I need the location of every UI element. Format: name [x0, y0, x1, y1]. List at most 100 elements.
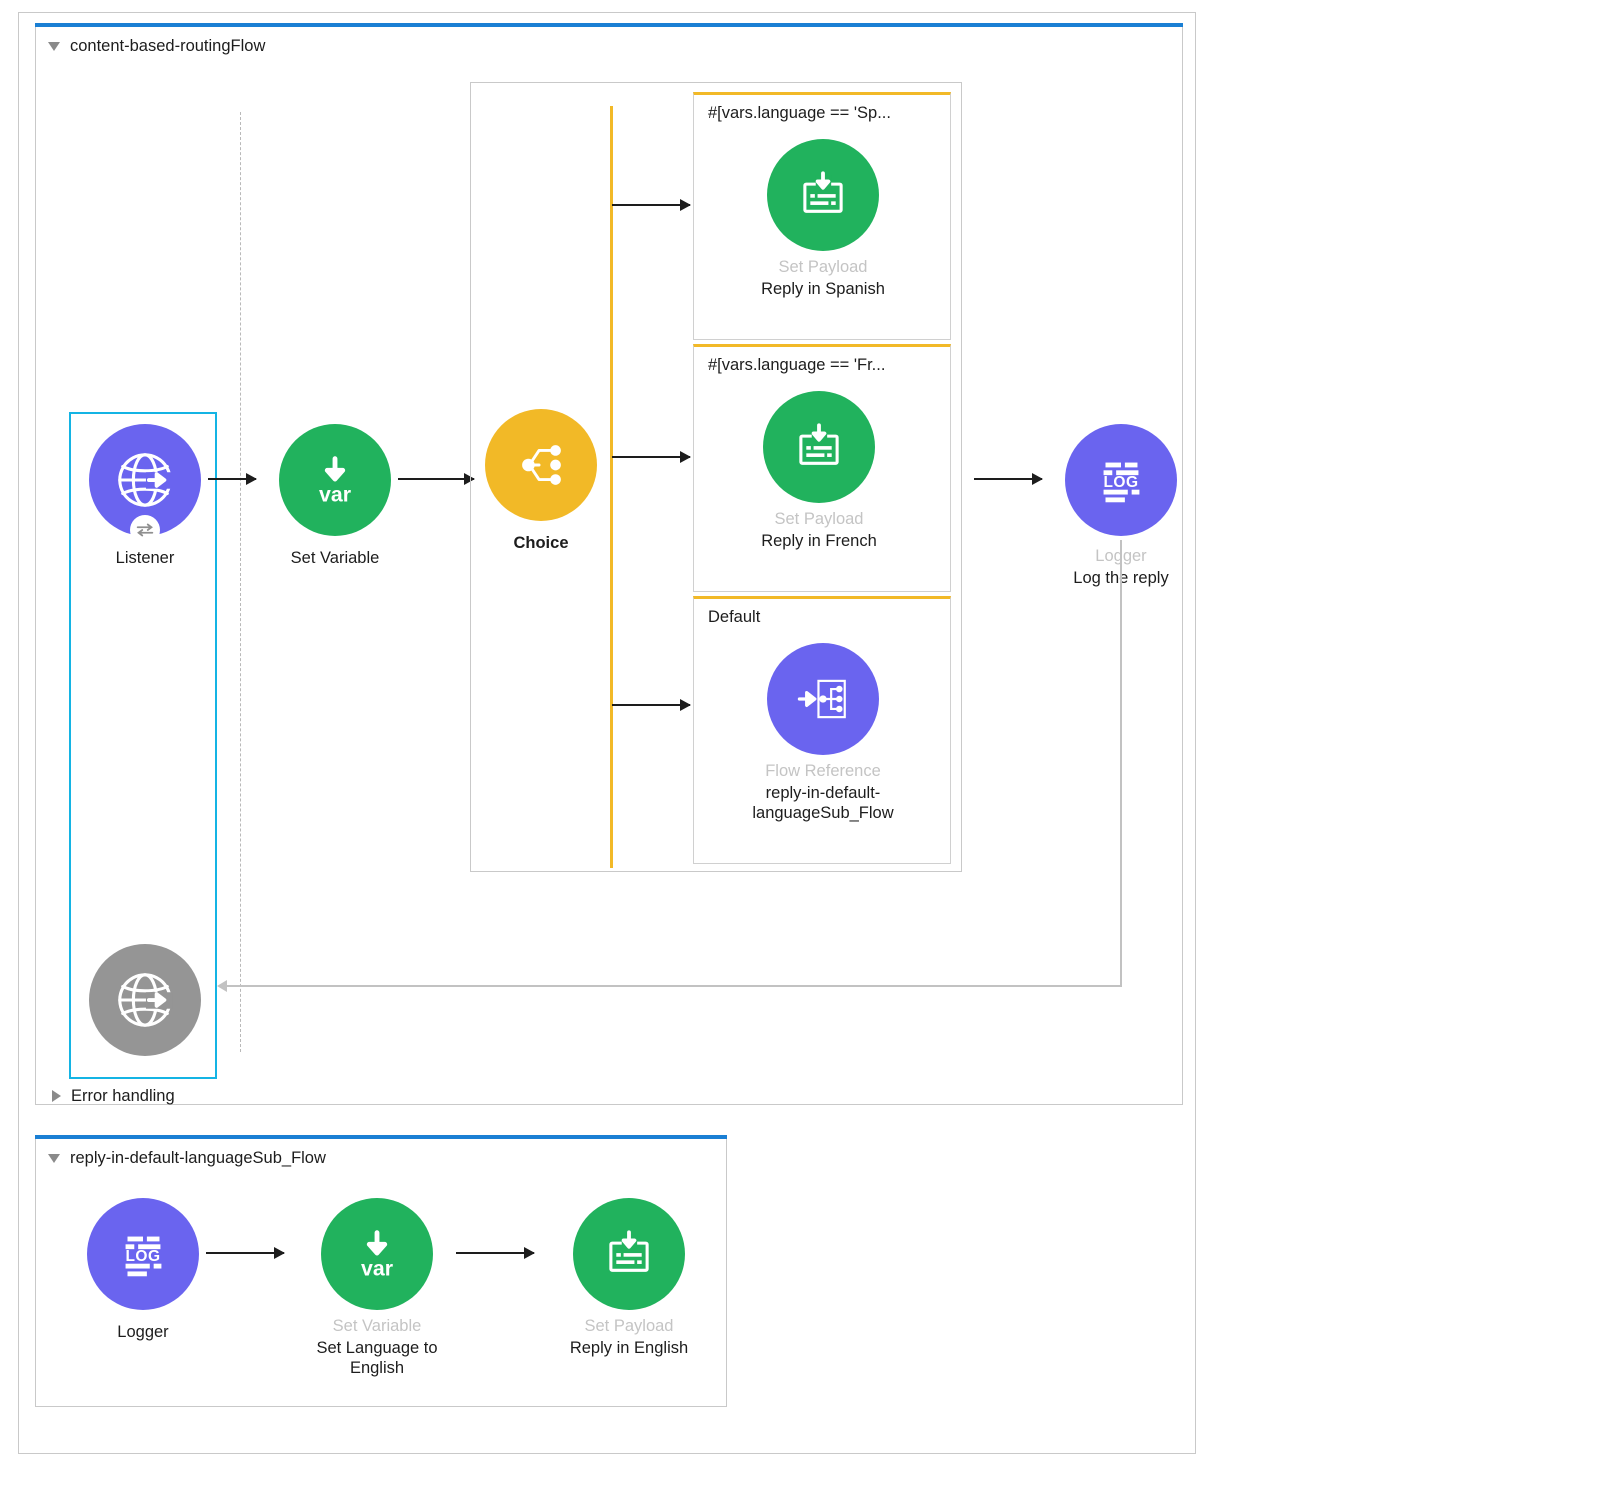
- set-payload-icon: [799, 423, 839, 465]
- node-set-payload-french[interactable]: Set Payload Reply in French: [734, 391, 904, 553]
- var-down-arrow-icon: var: [361, 1230, 393, 1280]
- node-set-payload-spanish[interactable]: Set Payload Reply in Spanish: [738, 139, 908, 301]
- svg-text:LOG: LOG: [1103, 474, 1138, 491]
- globe-arrow-icon: [118, 453, 173, 507]
- exchange-icon: [136, 523, 154, 537]
- sub-setvar-bubble-wrap: var: [321, 1198, 433, 1310]
- log-icon: LOG: [1103, 462, 1140, 503]
- connector-choice-to-spanish: [612, 204, 690, 206]
- connector-choice-to-default: [612, 704, 690, 706]
- branch-node-icon: [522, 445, 561, 485]
- flow-reference-icon: [797, 679, 846, 719]
- response-bubble-wrap: [89, 944, 201, 1056]
- branch-condition-default: Default: [708, 608, 761, 626]
- choice-label: Choice: [513, 534, 569, 552]
- connector-choice-to-french: [612, 456, 690, 458]
- connector-choice-to-logger: [974, 478, 1042, 480]
- set-payload-spanish-type: Set Payload: [778, 258, 868, 276]
- globe-arrow-cutout: [145, 472, 173, 489]
- return-path-vertical: [1120, 540, 1122, 986]
- return-path-arrow: [217, 980, 227, 992]
- error-handling-label: Error handling: [71, 1086, 175, 1105]
- flow-header-subflow[interactable]: reply-in-default-languageSub_Flow: [36, 1140, 326, 1176]
- set-payload-french-label: Reply in French: [761, 532, 877, 551]
- triangle-right-icon[interactable]: [52, 1090, 61, 1102]
- set-payload-french-bubble[interactable]: [763, 391, 875, 503]
- logger-bubble-wrap: LOG: [1065, 424, 1177, 536]
- sub-logger-bubble-wrap: LOG: [87, 1198, 199, 1310]
- node-listener-response[interactable]: [60, 944, 230, 1056]
- source-selection-box[interactable]: [69, 412, 217, 1079]
- exchange-badge: [130, 515, 160, 545]
- branch-condition-spanish: #[vars.language == 'Sp...: [708, 104, 891, 122]
- flow-reference-bubble-wrap: [767, 643, 879, 755]
- set-payload-spanish-label: Reply in Spanish: [761, 280, 885, 299]
- svg-text:LOG: LOG: [125, 1248, 160, 1265]
- flow-spine-divider: [240, 112, 241, 1052]
- set-payload-icon: [609, 1230, 649, 1272]
- globe-arrow-cutout: [145, 992, 173, 1009]
- node-set-variable-subflow[interactable]: var Set Variable Set Language to English: [292, 1198, 462, 1380]
- listener-label: Listener: [115, 549, 175, 567]
- sub-setvar-bubble[interactable]: var: [321, 1198, 433, 1310]
- log-icon: LOG: [125, 1236, 162, 1277]
- node-listener[interactable]: Listener: [60, 424, 230, 570]
- error-handling-section[interactable]: Error handling: [52, 1079, 175, 1113]
- branch-node-middle: [550, 459, 561, 471]
- listener-bubble-wrap: [89, 424, 201, 545]
- sub-setpayload-type: Set Payload: [584, 1317, 674, 1335]
- set-payload-icon: [803, 171, 843, 213]
- sub-logger-label: Logger: [117, 1323, 169, 1341]
- choice-branch-french[interactable]: #[vars.language == 'Fr...: [693, 344, 951, 592]
- flow-reference-type: Flow Reference: [765, 762, 881, 780]
- sub-setvar-type: Set Variable: [332, 1317, 422, 1335]
- flow-name-subflow: reply-in-default-languageSub_Flow: [70, 1148, 326, 1167]
- connector-sub-setvariable-to-setpayload: [456, 1252, 534, 1254]
- flow-panel-subflow[interactable]: reply-in-default-languageSub_Flow: [35, 1135, 727, 1407]
- triangle-down-icon[interactable]: [48, 41, 60, 51]
- globe-arrow-icon: [118, 973, 173, 1027]
- choice-branch-default[interactable]: Default: [693, 596, 951, 864]
- branch-node-bottom: [550, 474, 561, 485]
- sub-setpayload-label: Reply in English: [569, 1339, 689, 1358]
- node-set-payload-subflow[interactable]: Set Payload Reply in English: [544, 1198, 714, 1360]
- svg-text:var: var: [361, 1256, 393, 1280]
- choice-scope-container[interactable]: [470, 82, 962, 872]
- flow-reference-label-line1: reply-in-default-: [765, 784, 881, 803]
- choice-bubble[interactable]: [485, 409, 597, 521]
- connector-sub-logger-to-setvariable: [206, 1252, 284, 1254]
- sub-setpayload-bubble[interactable]: [573, 1198, 685, 1310]
- choice-bubble-wrap: [485, 409, 597, 521]
- editor-frame: content-based-routingFlow: [18, 12, 1196, 1454]
- sub-setvar-label-line1: Set Language to: [316, 1339, 438, 1358]
- node-set-variable[interactable]: var Set Variable: [250, 424, 420, 570]
- node-flow-reference[interactable]: Flow Reference reply-in-default- languag…: [738, 643, 908, 825]
- svg-text:var: var: [319, 482, 351, 506]
- branch-node-top: [550, 445, 561, 456]
- flow-reference-bubble[interactable]: [767, 643, 879, 755]
- connector-listener-to-setvariable: [208, 478, 256, 480]
- node-choice[interactable]: Choice: [456, 409, 626, 555]
- flow-reference-label-line2: languageSub_Flow: [752, 803, 894, 822]
- sub-logger-bubble[interactable]: LOG: [87, 1198, 199, 1310]
- set-payload-spanish-bubble-wrap: [767, 139, 879, 251]
- node-logger-subflow[interactable]: LOG Logger: [58, 1198, 228, 1344]
- var-down-arrow-icon: var: [319, 456, 351, 506]
- flow-panel-main[interactable]: content-based-routingFlow: [35, 23, 1183, 1105]
- logger-bubble[interactable]: LOG: [1065, 424, 1177, 536]
- set-variable-bubble-wrap: var: [279, 424, 391, 536]
- set-payload-spanish-bubble[interactable]: [767, 139, 879, 251]
- flow-name-main: content-based-routingFlow: [70, 36, 266, 55]
- set-payload-french-type: Set Payload: [774, 510, 864, 528]
- triangle-down-icon[interactable]: [48, 1153, 60, 1163]
- sub-setpayload-bubble-wrap: [573, 1198, 685, 1310]
- return-path-horizontal: [219, 985, 1122, 987]
- sub-setvar-label-line2: English: [349, 1358, 405, 1377]
- choice-branch-spanish[interactable]: #[vars.language == 'Sp...: [693, 92, 951, 340]
- set-variable-label: Set Variable: [290, 549, 380, 567]
- response-bubble[interactable]: [89, 944, 201, 1056]
- connector-setvariable-to-choice: [398, 478, 474, 480]
- flow-header-main[interactable]: content-based-routingFlow: [36, 28, 265, 64]
- set-variable-bubble[interactable]: var: [279, 424, 391, 536]
- branch-root-node: [522, 458, 535, 472]
